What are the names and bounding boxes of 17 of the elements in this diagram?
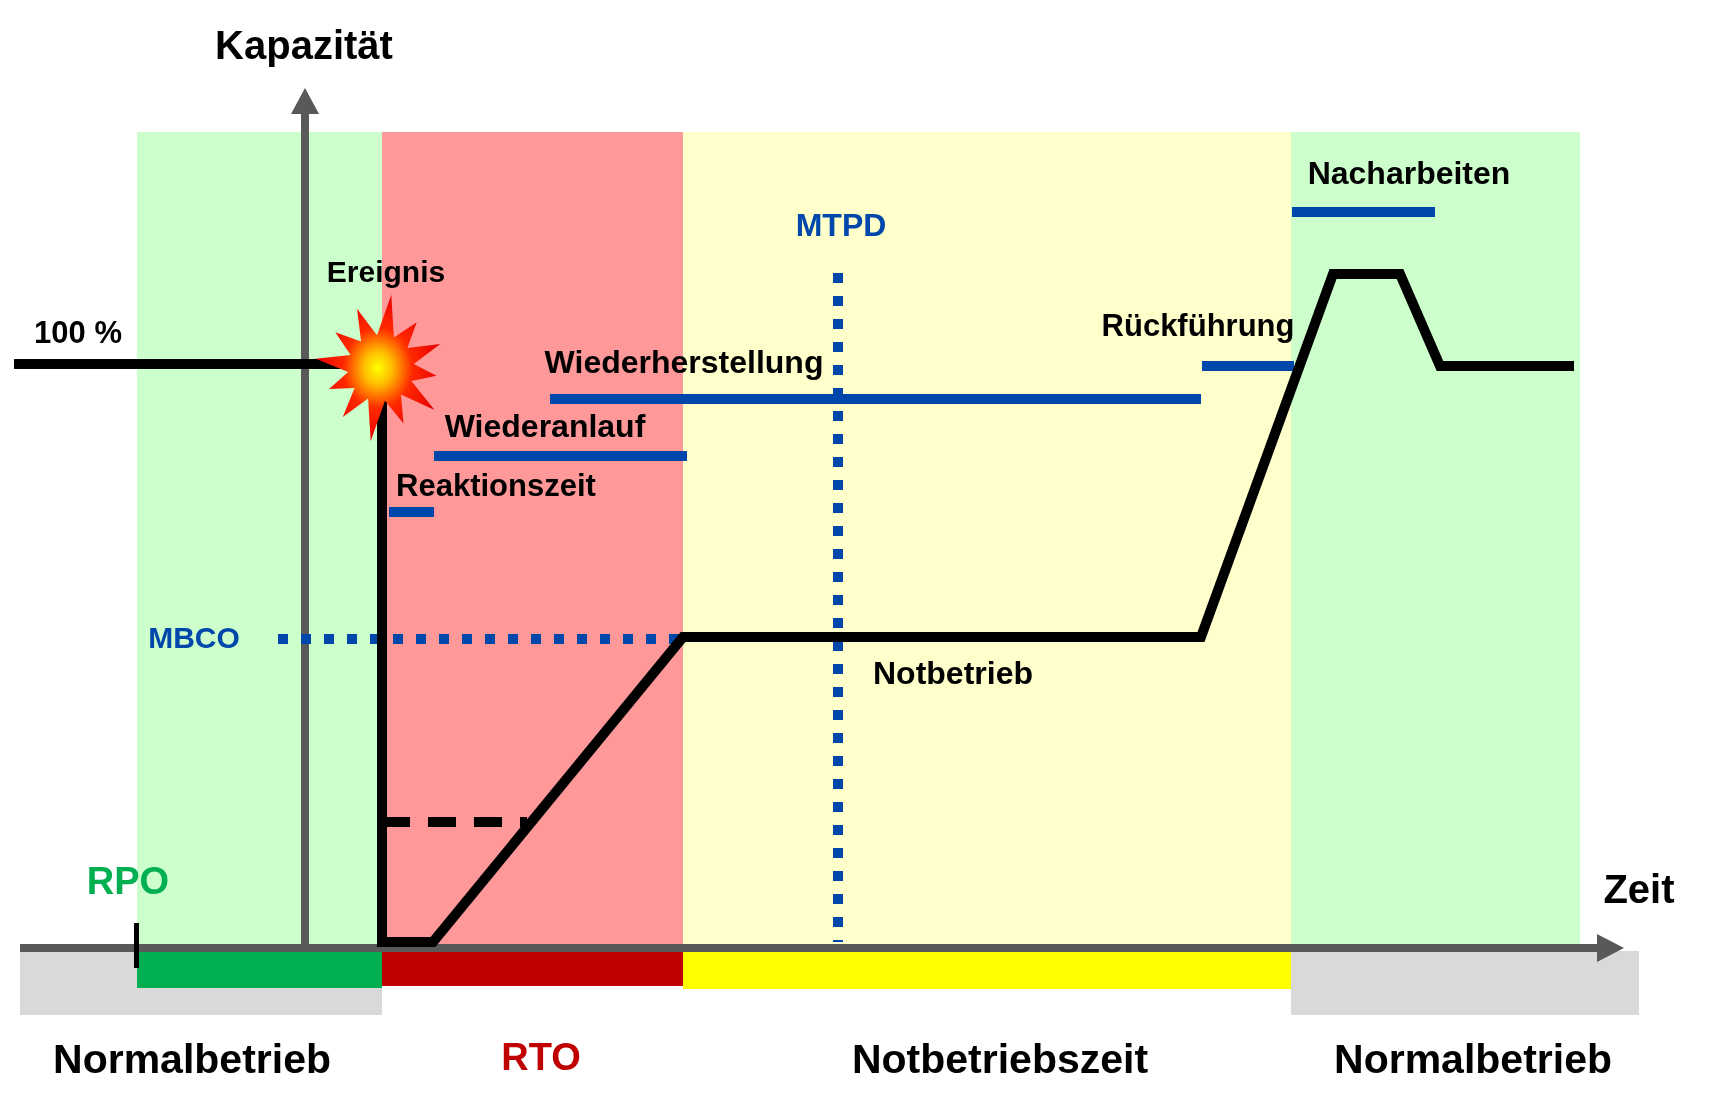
phase-label: Reaktionszeit (396, 467, 596, 504)
phase-label: Wiederherstellung (544, 344, 824, 382)
metric-label: RPO (86, 860, 170, 904)
phase-label: Nacharbeiten (1307, 155, 1511, 193)
phase-label: Notbetrieb (873, 655, 1033, 693)
phase-label: Normalbetrieb (1334, 1035, 1612, 1083)
axis-title: Kapazität (215, 21, 393, 68)
event-label: Ereignis (326, 254, 446, 290)
metric-label: RTO (501, 1036, 581, 1080)
metric-label: MBCO (148, 620, 240, 656)
metric-label: MTPD (795, 207, 887, 245)
axis-title: Zeit (1603, 865, 1675, 912)
value-label: 100 % (34, 314, 122, 351)
phase-label: Notbetriebszeit (851, 1035, 1149, 1083)
phase-label: Rückführung (1101, 307, 1295, 344)
phase-label: Wiederanlauf (444, 408, 646, 446)
phase-label: Normalbetrieb (53, 1035, 331, 1083)
